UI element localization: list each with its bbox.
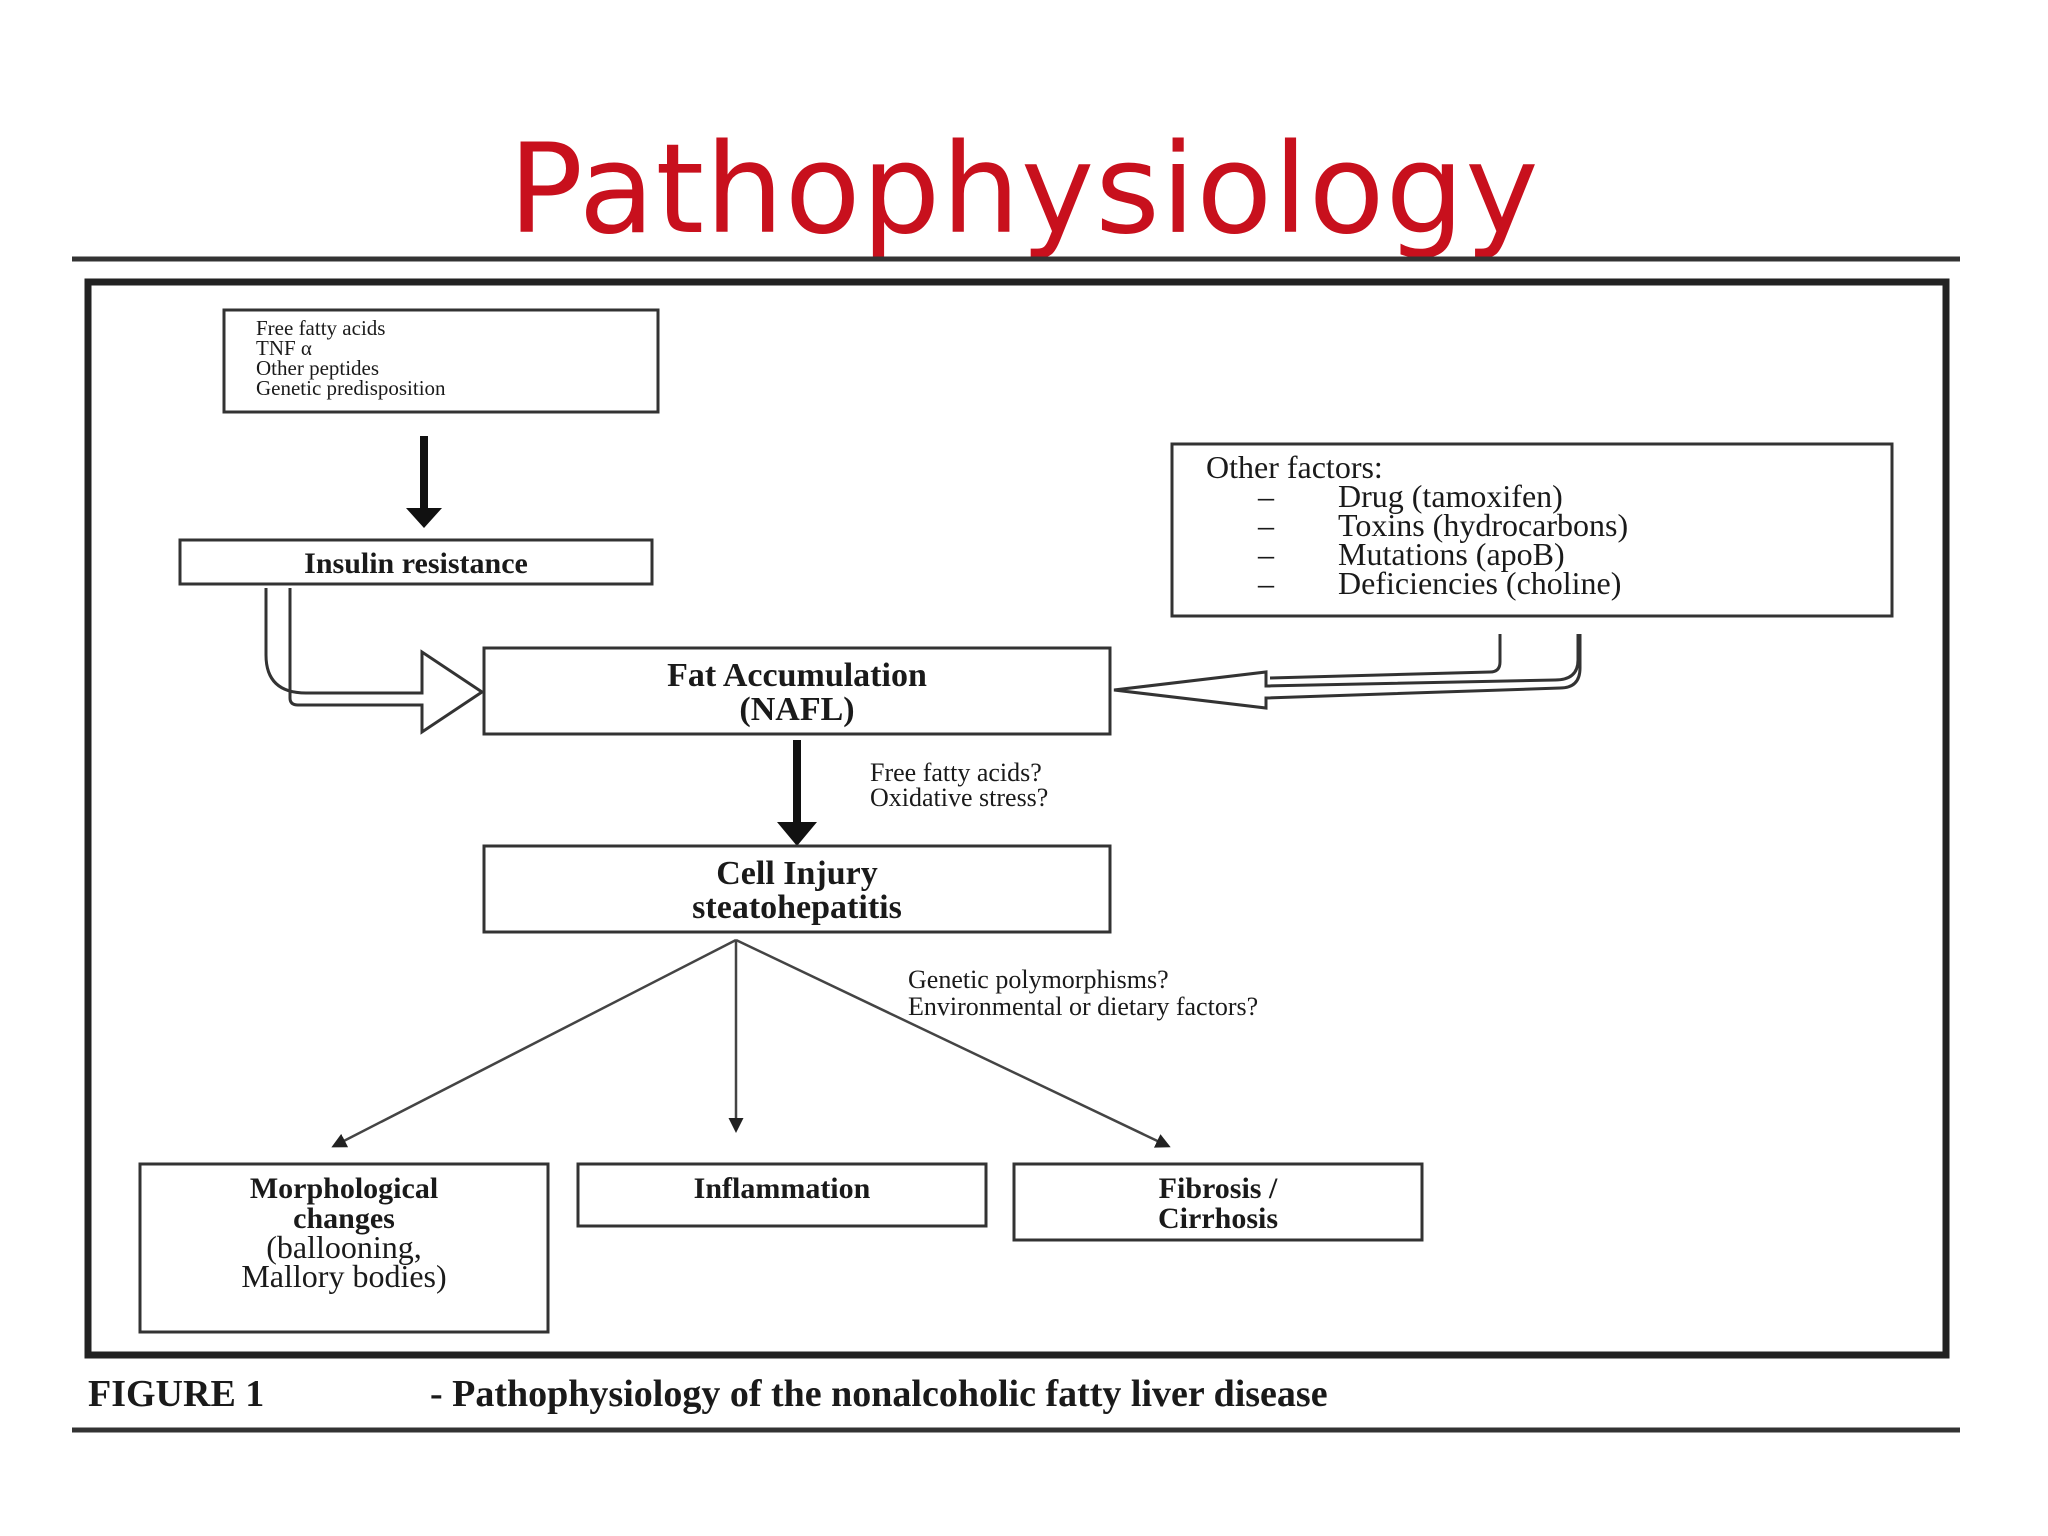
cell-injury-label: Cell Injury: [716, 855, 878, 892]
slide-title: Pathophysiology: [508, 118, 1540, 262]
morphological-detail: (ballooning,: [266, 1229, 422, 1265]
arrow-to-fibrosis: [735, 938, 1171, 1148]
morphological-changes-box: Morphological changes (ballooning, Mallo…: [138, 1162, 550, 1334]
arrow-fat-to-injury: [777, 740, 817, 846]
outcome-note: Environmental or dietary factors?: [908, 992, 1258, 1021]
outcome-note: Genetic polymorphisms?: [908, 965, 1169, 994]
figure-caption-text: - Pathophysiology of the nonalcoholic fa…: [430, 1373, 1328, 1415]
fibrosis-box: Fibrosis / Cirrhosis: [1012, 1162, 1424, 1242]
cirrhosis-label: Cirrhosis: [1158, 1202, 1278, 1235]
inputs-line: Free fatty acids: [256, 316, 385, 340]
inputs-line: Other peptides: [256, 356, 379, 380]
hollow-arrow-insulin-to-fat: [264, 588, 485, 735]
other-factors-heading: Other factors:: [1206, 449, 1383, 485]
fat-to-injury-note: Free fatty acids?: [870, 758, 1042, 787]
bullet-dash: –: [1257, 565, 1275, 601]
other-factor-item: Drug (tamoxifen): [1338, 478, 1563, 514]
other-factor-item: Mutations (apoB): [1338, 536, 1565, 572]
arrow-inputs-to-insulin: [406, 436, 442, 528]
bullet-dash: –: [1257, 507, 1275, 543]
hollow-arrow-other-inner: [1269, 634, 1502, 680]
inputs-box: Free fatty acids TNF α Other peptides Ge…: [222, 308, 660, 414]
morphological-label: changes: [293, 1202, 395, 1235]
hollow-arrow-other-to-fat: [1113, 634, 1582, 710]
morphological-detail: Mallory bodies): [241, 1258, 446, 1294]
inputs-line: TNF α: [256, 336, 312, 360]
inflammation-box: Inflammation: [576, 1162, 988, 1228]
morphological-label: Morphological: [250, 1172, 438, 1205]
other-factors-box: Other factors: – Drug (tamoxifen) – Toxi…: [1170, 442, 1894, 618]
other-factor-item: Toxins (hydrocarbons): [1338, 507, 1628, 543]
inflammation-label: Inflammation: [694, 1172, 871, 1205]
fat-accumulation-box: Fat Accumulation (NAFL): [482, 646, 1112, 736]
steatohepatitis-label: steatohepatitis: [692, 889, 902, 926]
insulin-resistance-label: Insulin resistance: [304, 547, 528, 580]
figure-frame: [84, 278, 1950, 1359]
arrow-to-morphological: [331, 938, 737, 1148]
fat-accumulation-label: Fat Accumulation: [667, 657, 927, 694]
fat-to-injury-note: Oxidative stress?: [870, 783, 1048, 812]
insulin-resistance-box: Insulin resistance: [178, 538, 654, 586]
nafl-label: (NAFL): [739, 691, 854, 728]
cell-injury-box: Cell Injury steatohepatitis: [482, 844, 1112, 934]
other-factor-item: Deficiencies (choline): [1338, 565, 1621, 601]
figure-caption-label: FIGURE 1: [88, 1373, 264, 1415]
inputs-line: Genetic predisposition: [256, 376, 446, 400]
bullet-dash: –: [1257, 536, 1275, 572]
bullet-dash: –: [1257, 478, 1275, 514]
fibrosis-label: Fibrosis /: [1159, 1172, 1278, 1205]
